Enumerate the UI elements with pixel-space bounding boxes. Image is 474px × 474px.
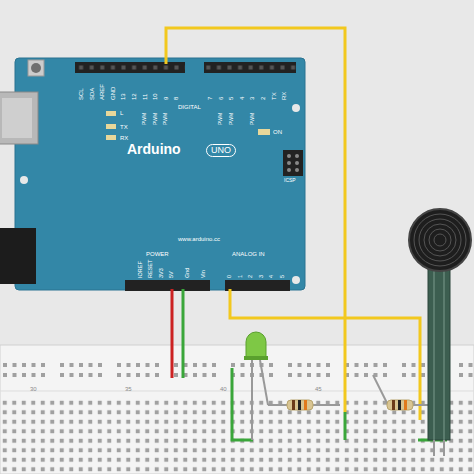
pin-label: 4 [239,97,245,100]
column-number: 45 [315,386,322,392]
pin-label: PWM [153,113,158,125]
pin-label: GND [110,87,116,100]
pin-label: 8 [173,97,179,100]
pin-label: RX [281,92,287,100]
pin-label: 2 [260,97,266,100]
pin-label: PWM [250,113,255,125]
column-number: 40 [220,386,227,392]
pin-label: 5V [169,271,175,278]
pin-label: 5 [228,97,234,100]
pin-label: 4 [269,275,275,278]
pin-label: PWM [229,113,234,125]
board-label: www.arduino.cc [178,236,220,242]
board-label: Arduino [127,142,181,156]
pin-label: 5 [280,275,286,278]
pin-label: Gnd [185,268,191,278]
board-label: ON [273,129,282,135]
pin-label: 9 [163,97,169,100]
board-label: POWER [146,251,169,257]
pin-label: SDA [89,88,95,100]
pin-label: 3 [259,275,265,278]
pin-label: 7 [207,97,213,100]
pin-label: TX [271,92,277,100]
pin-label: 13 [120,93,126,100]
pin-label: 6 [218,97,224,100]
board-label: TX [120,124,128,130]
pin-label: 10 [152,93,158,100]
pin-label: AREF [99,84,105,100]
pin-label: RESET [148,260,154,278]
pin-label: 12 [131,93,137,100]
pin-label: 1 [238,275,244,278]
pin-label: PWM [142,113,147,125]
pin-label: 0 [227,275,233,278]
pin-label: 11 [142,94,148,100]
board-label: L [120,110,123,116]
board-label: ICSP [284,178,296,183]
board-label: RX [120,135,128,141]
column-number: 35 [125,386,132,392]
pin-label: PWM [163,113,168,125]
pin-label: IOREF [138,261,144,278]
pin-label: Vin [201,270,207,278]
pin-label: 3V3 [159,268,165,278]
pin-label: PWM [218,113,223,125]
pin-label: 3 [249,97,255,100]
board-label: ANALOG IN [232,251,265,257]
column-number: 30 [30,386,37,392]
board-label: UNO [206,144,236,157]
board-label: DIGITAL [178,104,201,110]
arduino-board: SCLSDAAREFGND1312111098765432TXRXPWMPWMP… [15,58,305,290]
pin-label: 2 [248,275,254,278]
pin-label: SCL [78,88,84,100]
